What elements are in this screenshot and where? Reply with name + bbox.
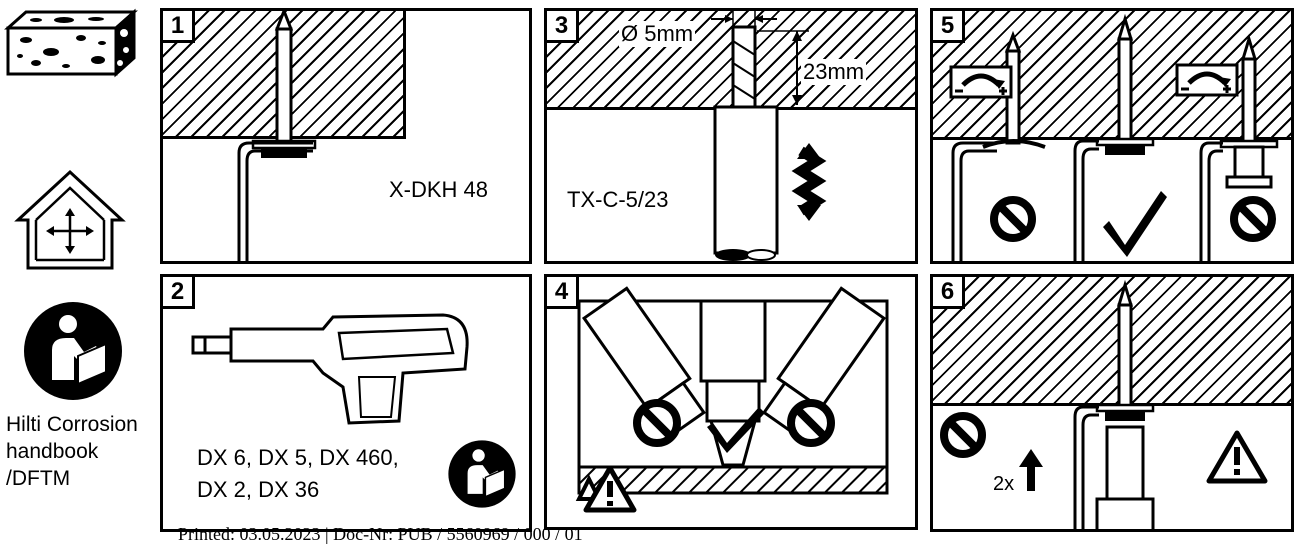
step-number: 4 (547, 277, 579, 309)
step-2-panel: 2 DX 6, DX 5, DX 460, DX 2, DX 36 (160, 274, 532, 532)
print-footer: Printed: 03.05.2023 | Doc-Nr: PUB / 5560… (178, 524, 583, 544)
prohibited-icon (787, 399, 835, 447)
installation-check-diagram (949, 13, 1279, 261)
indoor-use-icon (14, 169, 126, 270)
tool-angle-diagram (575, 286, 889, 503)
warning-icon (583, 465, 637, 513)
drill-bit-label: TX-C-5/23 (567, 187, 669, 212)
step-number: 5 (933, 11, 965, 43)
porous-concrete-icon (4, 8, 138, 78)
tools-line-1: DX 6, DX 5, DX 460, (197, 445, 399, 470)
handbook-line-1: Hilti Corrosion (6, 413, 138, 436)
step-6-panel: 6 2x (930, 274, 1294, 532)
step-number: 6 (933, 277, 965, 309)
diameter-label: Ø 5mm (619, 21, 696, 47)
step-5-panel: 5 (930, 8, 1294, 264)
concrete-base (933, 277, 1291, 406)
drill-bit-icon (711, 11, 827, 261)
handbook-text: Hilti Corrosion handbook /DFTM (6, 411, 138, 492)
read-manual-icon (448, 440, 516, 508)
up-arrow-icon (1019, 449, 1043, 491)
step-number: 3 (547, 11, 579, 43)
read-manual-icon (24, 302, 122, 400)
step-number: 1 (163, 11, 195, 43)
prohibited-icon (990, 196, 1036, 242)
powder-actuated-tool-icon (191, 313, 469, 425)
step-number: 2 (163, 277, 195, 309)
nail-fastener-icon (237, 11, 317, 261)
tools-line-2: DX 2, DX 36 (197, 477, 320, 502)
repeat-firing-diagram (940, 279, 1268, 529)
depth-label: 23mm (801, 59, 867, 85)
handbook-line-3: /DFTM (6, 467, 71, 490)
prohibited-icon (1230, 196, 1276, 242)
repeat-count-label: 2x (993, 473, 1015, 495)
handbook-line-2: handbook (6, 440, 99, 463)
power-decrease-icon (949, 65, 1013, 99)
fastener-label: X-DKH 48 (389, 177, 489, 202)
prohibited-icon (633, 399, 681, 447)
step-1-panel: 1 X-DKH 48 (160, 8, 532, 264)
prohibited-icon (940, 412, 986, 458)
checkmark-icon (1103, 191, 1167, 257)
power-increase-icon (1175, 63, 1239, 97)
step-3-panel: 3 Ø 5mm 23mm TX-C-5/23 (544, 8, 918, 264)
step-4-panel: 4 (544, 274, 918, 530)
